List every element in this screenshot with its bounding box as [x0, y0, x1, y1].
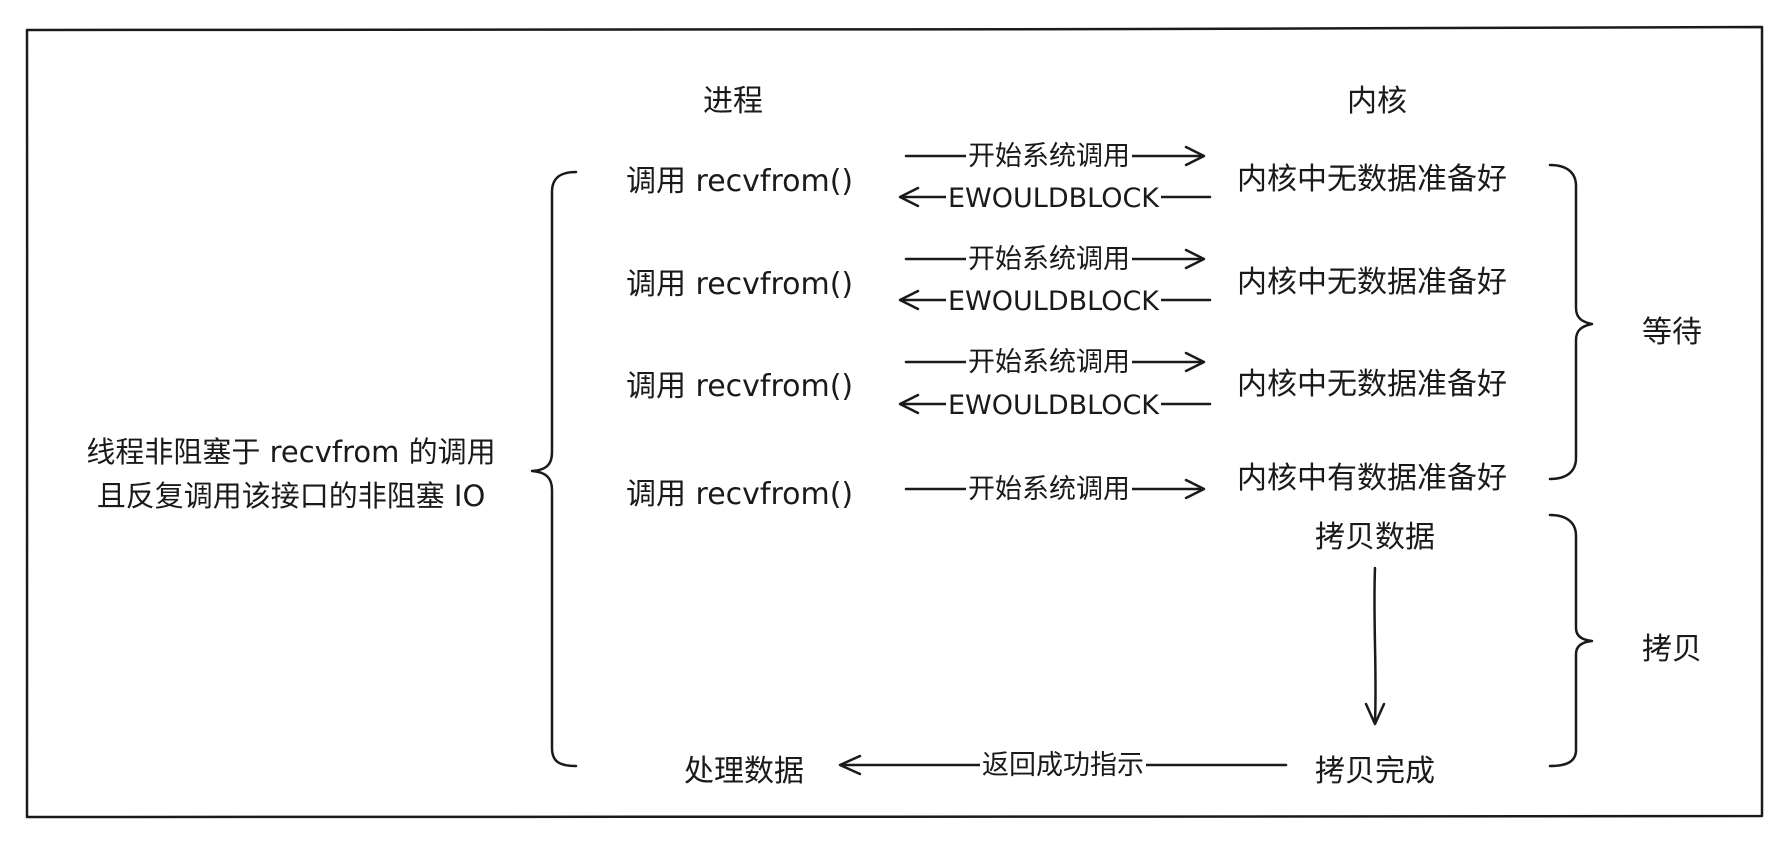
left-note-line-1: 线程非阻塞于 recvfrom 的调用: [86, 435, 496, 469]
final-reply-label: 返回成功指示: [980, 750, 1146, 781]
call-recvfrom-2: 调用 recvfrom(): [626, 267, 854, 302]
request-arrow-4-head: [1184, 478, 1206, 500]
copy-arrow: [1373, 566, 1377, 724]
reply-arrow-1-head: [898, 186, 920, 208]
reply-label-3: EWOULDBLOCK: [946, 390, 1162, 421]
call-recvfrom-1: 调用 recvfrom(): [626, 164, 854, 199]
process-data: 处理数据: [684, 754, 804, 789]
kernel-status-1: 内核中无数据准备好: [1237, 162, 1507, 197]
request-label-4: 开始系统调用: [966, 474, 1132, 505]
kernel-header: 内核: [1347, 84, 1407, 119]
reply-arrow-3-head: [898, 393, 920, 415]
request-arrow-1-head: [1184, 145, 1206, 167]
call-recvfrom-3: 调用 recvfrom(): [626, 369, 854, 404]
final-reply-arrow-head: [838, 754, 862, 776]
copy-phase-label: 拷贝: [1642, 632, 1702, 667]
left-brace: [530, 170, 578, 768]
request-label-1: 开始系统调用: [966, 141, 1132, 172]
wait-phase-label: 等待: [1642, 315, 1702, 350]
kernel-status-2: 内核中无数据准备好: [1237, 265, 1507, 300]
left-note: 线程非阻塞于 recvfrom 的调用 且反复调用该接口的非阻塞 IO: [66, 430, 516, 518]
copy-arrow-head: [1364, 702, 1386, 726]
request-arrow-2-head: [1184, 248, 1206, 270]
request-label-2: 开始系统调用: [966, 244, 1132, 275]
wait-brace: [1548, 163, 1594, 481]
reply-arrow-2-head: [898, 289, 920, 311]
outer-frame: [25, 25, 1764, 819]
copy-brace: [1548, 513, 1594, 768]
call-recvfrom-4: 调用 recvfrom(): [626, 477, 854, 512]
kernel-status-3: 内核中无数据准备好: [1237, 367, 1507, 402]
copy-done: 拷贝完成: [1315, 754, 1435, 789]
process-header: 进程: [703, 84, 763, 119]
copy-start: 拷贝数据: [1315, 520, 1435, 555]
reply-label-2: EWOULDBLOCK: [946, 286, 1162, 317]
kernel-status-4: 内核中有数据准备好: [1237, 461, 1507, 496]
request-arrow-3-head: [1184, 351, 1206, 373]
left-note-line-2: 且反复调用该接口的非阻塞 IO: [96, 479, 486, 513]
reply-label-1: EWOULDBLOCK: [946, 183, 1162, 214]
request-label-3: 开始系统调用: [966, 347, 1132, 378]
